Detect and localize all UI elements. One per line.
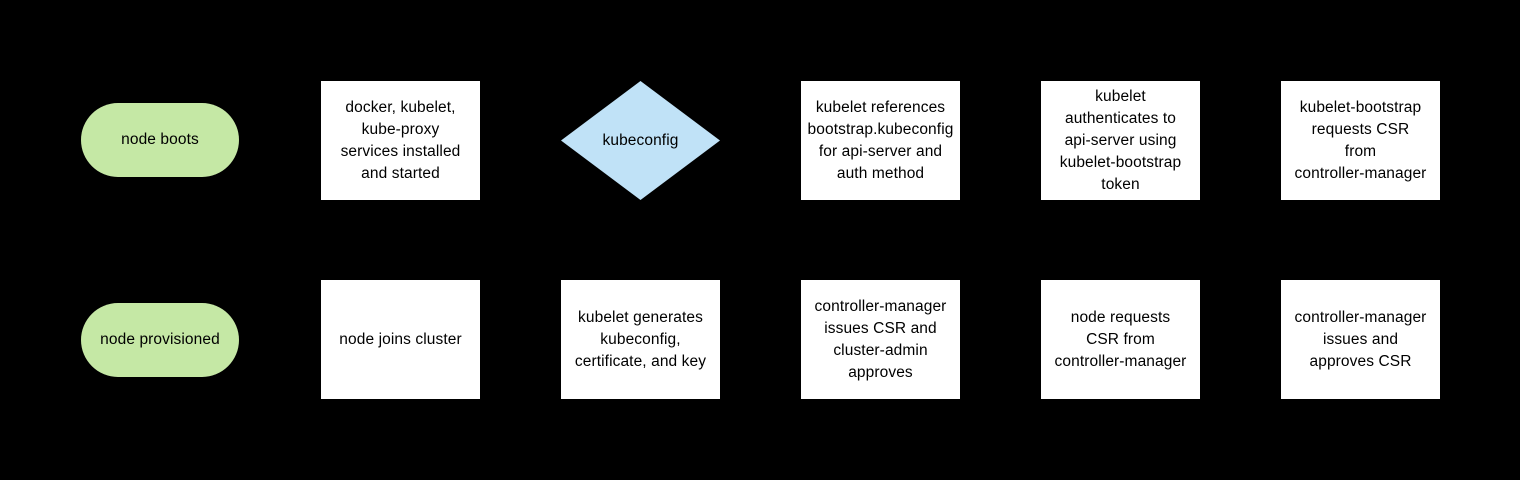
flow-node-node-provisioned[interactable]: node provisioned bbox=[81, 303, 239, 377]
flow-node-controller-manager-approves-csr[interactable]: controller-manager issues and approves C… bbox=[1281, 280, 1440, 399]
flow-node-label: controller-manager issues and approves C… bbox=[1294, 308, 1427, 370]
flow-node-controller-manager-issues-csr[interactable]: controller-manager issues CSR and cluste… bbox=[801, 280, 960, 399]
flow-node-label: kubelet-bootstrap requests CSR from cont… bbox=[1294, 98, 1427, 182]
flow-node-label: node boots bbox=[121, 131, 199, 148]
flow-node-label: node joins cluster bbox=[339, 330, 462, 348]
flow-node-kubeconfig[interactable]: kubeconfig bbox=[561, 81, 720, 200]
flow-node-node-joins-cluster[interactable]: node joins cluster bbox=[321, 280, 480, 399]
flow-node-label: node requests CSR from controller-manage… bbox=[1054, 308, 1187, 370]
flow-node-kubelet-authenticates[interactable]: kubelet authenticates to api-server usin… bbox=[1041, 81, 1200, 200]
flow-node-node-requests-csr[interactable]: node requests CSR from controller-manage… bbox=[1041, 280, 1200, 399]
flow-node-kubelet-references-bootstrap[interactable]: kubelet references bootstrap.kubeconfig … bbox=[801, 81, 960, 200]
flow-node-label: kubelet generates kubeconfig, certificat… bbox=[574, 308, 707, 370]
flow-node-node-boots[interactable]: node boots bbox=[81, 103, 239, 177]
flow-node-label: docker, kubelet, kube-proxy services ins… bbox=[340, 98, 461, 182]
flow-node-kubelet-bootstrap-requests-csr[interactable]: kubelet-bootstrap requests CSR from cont… bbox=[1281, 81, 1440, 200]
flow-node-label: kubelet authenticates to api-server usin… bbox=[1059, 87, 1182, 193]
flow-node-label: controller-manager issues CSR and cluste… bbox=[814, 297, 947, 381]
flow-node-label: kubeconfig bbox=[602, 131, 679, 149]
flow-node-label: kubelet references bootstrap.kubeconfig … bbox=[807, 98, 954, 182]
flow-node-label: node provisioned bbox=[100, 331, 220, 348]
flow-node-services-installed[interactable]: docker, kubelet, kube-proxy services ins… bbox=[321, 81, 480, 200]
flow-node-kubelet-generates-kubeconfig[interactable]: kubelet generates kubeconfig, certificat… bbox=[561, 280, 720, 399]
